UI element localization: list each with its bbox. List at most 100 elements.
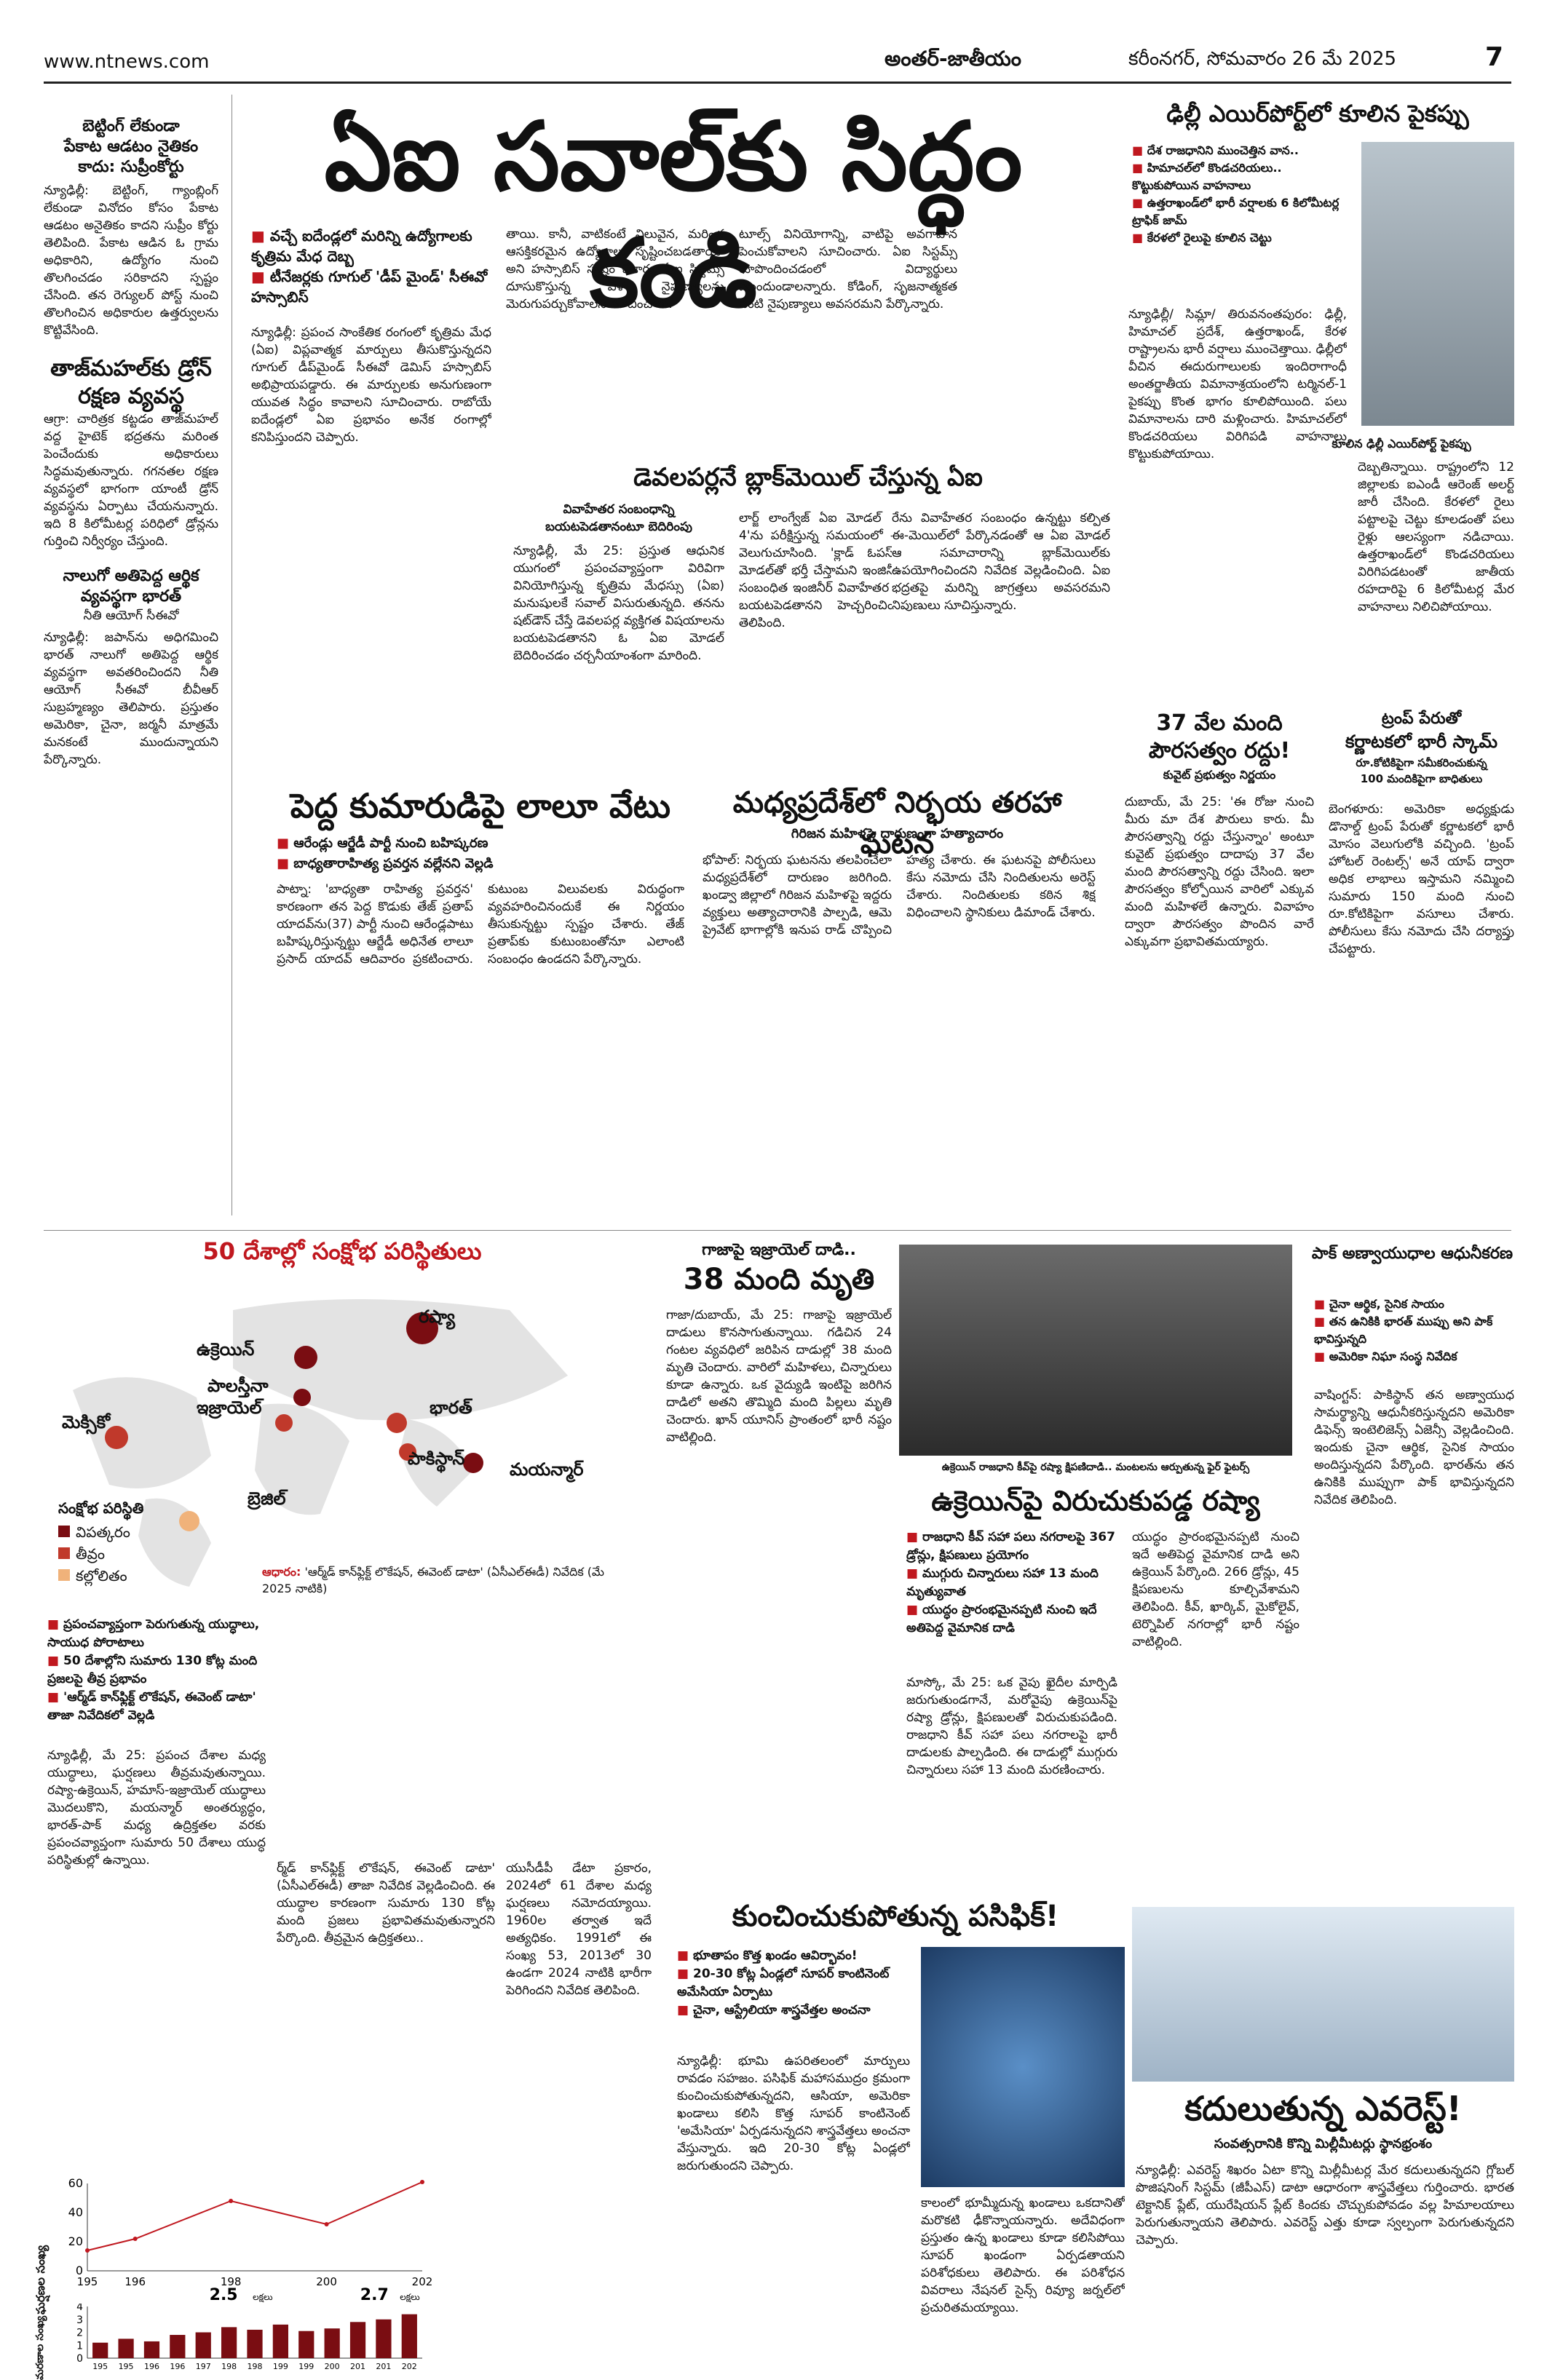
visa-body: దుబాయ్‌, మే 25: 'ఈ రోజు నుంచి మీరు మా దే… — [1125, 795, 1314, 949]
everest-kicker: సంవత్సరానికి కొన్ని మిల్లీమీటర్లు స్థానభ… — [1214, 2136, 1433, 2151]
econ-headline: నాలుగో అతిపెద్ద ఆర్థిక వ్యవస్థగా భారత్‌ — [63, 567, 199, 606]
pak-bullets: చైనా ఆర్థిక, సైనిక సాయం తన ఉనికికి భారత్… — [1314, 1296, 1514, 1365]
trump-sub2: 100 మందికిపైగా బాధితులు — [1360, 772, 1483, 785]
conflict-body-col3: యుసీడీపీ డేటా ప్రకారం, 2024లో 61 దేశాల మ… — [506, 1861, 652, 1998]
chart1-y-tick: 20 — [68, 2234, 83, 2248]
chart2-x-tick: 197 — [196, 2362, 211, 2371]
chart1-series-line — [87, 2181, 423, 2251]
chart2-x-tick: 196 — [144, 2362, 159, 2371]
mp-kicker: గిరిజన మహిళపై దారుణంగా హత్యాచారం — [791, 826, 1004, 841]
chart2-bar — [298, 2331, 314, 2358]
delhi-photo-caption: కూలిన ఢిల్లీ ఎయిర్‌పోర్ట్‌ పైకప్పు — [1332, 437, 1471, 451]
blackmail-body-col1: న్యూఢిల్లీ, మే 25: ప్రస్తుత ఆధునిక యుగంల… — [513, 544, 724, 663]
chart1-x-tick: 195 — [77, 2275, 98, 2288]
econ-subhead: నీతి ఆయోగ్‌ సీఈవో — [83, 608, 179, 623]
ai-body-col1: న్యూఢిల్లీ: ప్రపంచ సాంకేతిక రంగంలో కృత్ర… — [251, 325, 491, 445]
delhi-body2: దెబ్బతిన్నాయి. రాష్ట్రంలోని 12 జిల్లాలకు… — [1358, 460, 1514, 614]
pacific-headline: కుంచించుకుపోతున్న పసిఫిక్‌! — [732, 1900, 1059, 1933]
crisis-title-text: 50 దేశాల్లో సంక్షోభ పరిస్థితులు — [202, 1237, 482, 1265]
chart2-x-tick: 201 — [350, 2362, 365, 2371]
chart1-point — [132, 2237, 138, 2241]
everest-body: న్యూఢిల్లీ: ఎవరెస్ట్‌ శిఖరం ఏటా కొన్ని మ… — [1136, 2163, 1514, 2248]
pak-bullet: తన ఉనికికి భారత్‌ ముప్పు అని పాక్‌ భావిస… — [1314, 1313, 1514, 1348]
legend-item: కల్లోలితం — [58, 1565, 130, 1587]
pacific-bullet: భూతాపం కొత్త ఖండం ఆవిర్భావం! — [677, 1947, 910, 1965]
left-column: బెట్టింగ్‌ లేకుండా పేకాట ఆడటం నైతికం కాద… — [44, 116, 218, 1223]
chart2-x-tick: 199 — [298, 2362, 314, 2371]
ukraine-headline: ఉక్రెయిన్‌పై విరుచుకుపడ్డ రష్యా — [931, 1485, 1260, 1517]
chart2-x-tick: 200 — [325, 2362, 340, 2371]
ukraine-bullets: రాజధాని కీవ్‌ సహా పలు నగరాలపై 367 డ్రోన్… — [906, 1528, 1117, 1638]
trump-sub1: రూ.కోటికిపైగా సమీకరించుకున్న — [1356, 756, 1487, 769]
betting-headline: పేకాట ఆడటం నైతికం కాదు: సుప్రీంకోర్టు — [63, 138, 199, 176]
chart1-point — [229, 2199, 234, 2203]
conflict-body-col2: ర్మ్‌డ్‌ కాన్‌ఫ్లిక్ట్‌ లొకేషన్‌, ఈవెంట్… — [277, 1861, 495, 1945]
legend-label: తీవ్రం — [76, 1545, 105, 1563]
chart1-y-tick: 60 — [68, 2176, 83, 2190]
dateline: కరీంనగర్, సోమవారం 26 మే 2025 — [1128, 48, 1397, 70]
map-source: ఆధారం: 'ఆర్మ్‌డ్‌ కాన్‌ఫ్లిక్ట్‌ లొకేషన్… — [262, 1565, 626, 1598]
chart2-y-tick: 0 — [76, 2353, 83, 2365]
legend-swatch-severe — [58, 1526, 70, 1537]
chart2-bar — [401, 2314, 417, 2358]
chart1-point — [324, 2222, 329, 2226]
ai-bullet: వచ్చే ఐదేండ్లలో మరిన్ని ఉద్యోగాలకు కృత్ర… — [251, 226, 491, 266]
chart2-bar — [118, 2339, 134, 2358]
chart1-x-tick: 196 — [124, 2275, 146, 2288]
chart2-x-tick: 199 — [273, 2362, 288, 2371]
lalu-bullets: ఆరేండ్లు ఆర్జేడీ పార్టీ నుంచి బహిష్కరణ బ… — [277, 833, 684, 874]
visa-kicker: కువైట్‌ ప్రభుత్వం నిర్ణయం — [1163, 768, 1276, 782]
chart2-bar — [272, 2324, 288, 2358]
map-label-palestine: పాలస్తీనా — [207, 1376, 269, 1396]
gaza-headline: 38 మంది మృతి — [683, 1263, 875, 1296]
legend-label: విపత్కరం — [76, 1523, 130, 1541]
delhi-headline: ఢిల్లీ ఎయిర్‌పోర్ట్‌లో కూలిన పైకప్పు — [1166, 100, 1469, 127]
pacific-body: న్యూఢిల్లీ: భూమి ఉపరితలంలో మార్పులు రావడ… — [677, 2054, 910, 2173]
lalu-body: పాట్నా: 'బాధ్యతా రాహిత్య ప్రవర్తన' కారణం… — [277, 882, 684, 967]
source-label: ఆధారం: — [262, 1565, 301, 1579]
ukraine-body2: యుద్ధం ప్రారంభమైనప్పటి నుంచి ఇదే అతిపెద్… — [1132, 1530, 1299, 1649]
ai-bullets: వచ్చే ఐదేండ్లలో మరిన్ని ఉద్యోగాలకు కృత్ర… — [251, 226, 491, 307]
delhi-body: న్యూఢిల్లీ/ సిమ్లా/ తిరువనంతపురం: ఢిల్లీ… — [1128, 307, 1347, 461]
ukraine-photo — [899, 1245, 1292, 1456]
legend-item: విపత్కరం — [58, 1521, 130, 1543]
visa-headline: 37 వేల మంది పౌరసత్వం రద్దు! — [1148, 710, 1291, 763]
chart1-y-tick: 0 — [76, 2264, 83, 2277]
chart1-annotation-unit: లక్షలు — [400, 2292, 419, 2303]
pak-headline: పాక్‌ అణ్వాయుధాల ఆధునీకరణ — [1311, 1245, 1514, 1263]
delhi-bullet: ఉత్తరాఖండ్‌లో భారీ వర్షాలకు 6 కిలోమీటర్ల… — [1132, 194, 1350, 229]
chart1-x-tick: 200 — [316, 2275, 337, 2288]
section-label: అంతర్-జాతీయం — [885, 47, 1021, 71]
legend-label: కల్లోలితం — [76, 1567, 127, 1584]
pacific-bullet: 20-30 కోట్ల ఏండ్లలో సూపర్‌ కాంటినెంట్‌ అ… — [677, 1965, 910, 2002]
ukraine-photo-caption: ఉక్రెయిన్‌ రాజధాని కీవ్‌పై రష్యా క్షిపణి… — [941, 1461, 1250, 1473]
conflict-bullets: ప్రపంచవ్యాప్తంగా పెరుగుతున్న యుద్ధాలు, స… — [47, 1616, 266, 1725]
website-url[interactable]: www.ntnews.com — [44, 51, 210, 73]
blackmail-body-col3: రేను వివాహేతర సంబంధం ఉన్నట్టు కల్పిత ఈ-మ… — [892, 509, 1110, 782]
pak-bullet: అమెరికా నిఘా సంస్థ నివేదిక — [1314, 1348, 1514, 1365]
pak-bullet: చైనా ఆర్థిక, సైనిక సాయం — [1314, 1296, 1514, 1313]
ai-body-col3: టూల్స్‌ వినియోగాన్ని, వాటిపై అవగాహన పెంచ… — [739, 227, 957, 312]
ai-headline: ఏఐ సవాల్‌కు సిద్ధం కండి — [324, 101, 1023, 328]
chart1-annotation-unit: లక్షలు — [253, 2292, 272, 2303]
pak-body: వాషింగ్టన్‌: పాకిస్థాన్‌ తన అణ్వాయుధ సామ… — [1314, 1388, 1514, 1507]
chart2-x-tick: 198 — [248, 2362, 263, 2371]
crisis-title: 50 దేశాల్లో సంక్షోభ పరిస్థితులు — [44, 1237, 641, 1271]
taj-headline: తాజ్‌మహల్‌కు డ్రోన్‌ రక్షణ వ్యవస్థ — [50, 356, 212, 409]
chart1-x-tick: 198 — [221, 2275, 242, 2288]
ai-body-col2: తాయి. కానీ, వాటికంటే విలువైన, మరింత ఆసక్… — [506, 227, 724, 312]
chart2-bar — [143, 2341, 160, 2358]
lalu-bullet: ఆరేండ్లు ఆర్జేడీ పార్టీ నుంచి బహిష్కరణ — [277, 833, 684, 854]
crisis-map — [44, 1281, 641, 1601]
chart2-x-tick: 196 — [170, 2362, 185, 2371]
econ-body: న్యూఢిల్లీ: జపాన్‌ను అధిగమించి భారత్‌ నా… — [44, 630, 218, 767]
blackmail-headline: డెవలపర్లనే బ్లాక్‌మెయిల్‌ చేస్తున్న ఏఐ — [633, 463, 983, 492]
chart2-x-tick: 198 — [221, 2362, 237, 2371]
map-legend: విపత్కరం తీవ్రం కల్లోలితం — [58, 1521, 130, 1587]
mp-headline: మధ్యప్రదేశ్‌లో నిర్భయ తరహా ఘటన — [732, 786, 1062, 860]
blackmail-kicker: వివాహేతర సంబంధాన్ని బయటపెడతానంటూ బెదిరిం… — [545, 502, 692, 534]
chart2-x-tick: 195 — [92, 2362, 108, 2371]
chart2-bar — [349, 2322, 366, 2358]
pacific-bullet: చైనా, ఆస్ట్రేలియా శాస్త్రవేత్తల అంచనా — [677, 2002, 910, 2020]
chart1-point — [85, 2248, 90, 2253]
